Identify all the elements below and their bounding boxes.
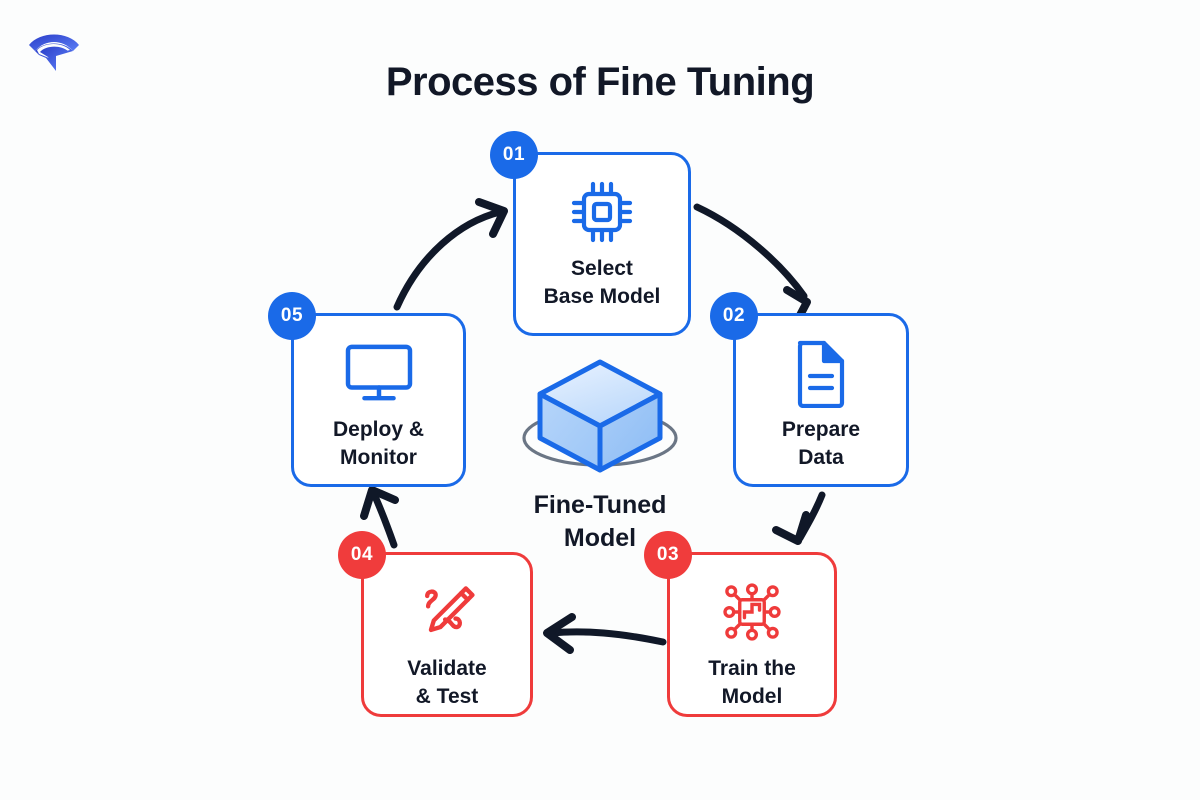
cube-icon: [516, 352, 684, 485]
center-caption-line1: Fine-Tuned: [533, 491, 667, 519]
step-card-04[interactable]: 04 Validate & Test: [338, 531, 533, 717]
pencil-edit-icon: [414, 573, 480, 651]
document-icon: [790, 334, 852, 412]
step-label-01: Select Base Model: [538, 255, 667, 310]
step-card-03[interactable]: 03 Train the Model: [644, 531, 837, 717]
arrow-05-to-01: [393, 198, 508, 311]
neural-circuit-icon: [719, 573, 785, 651]
step-label-03: Train the Model: [702, 655, 802, 710]
step-label-01-line2: Base Model: [543, 284, 661, 308]
center-fine-tuned-model: Fine-Tuned Model: [500, 352, 700, 552]
step-badge-03: 03: [644, 531, 692, 579]
step-label-04-line2: & Test: [415, 684, 479, 708]
step-label-02-line1: Prepare: [781, 418, 861, 441]
page-title: Process of Fine Tuning: [385, 60, 815, 104]
step-card-02[interactable]: 02 Prepare Data: [710, 292, 909, 487]
step-label-03-line1: Train the: [708, 657, 796, 680]
step-label-05-line2: Monitor: [340, 445, 417, 469]
step-label-02-line2: Data: [798, 445, 844, 469]
step-card-01[interactable]: 01 Select Base Model: [490, 131, 691, 336]
center-caption: Fine-Tuned Model: [534, 489, 667, 554]
step-badge-04: 04: [338, 531, 386, 579]
step-label-05-line1: Deploy &: [332, 418, 424, 441]
step-label-04: Validate & Test: [401, 655, 492, 710]
step-label-04-line1: Validate: [407, 657, 487, 680]
step-card-05[interactable]: 05 Deploy & Monitor: [268, 292, 466, 487]
step-label-05: Deploy & Monitor: [327, 416, 430, 471]
step-label-02: Prepare Data: [776, 416, 866, 471]
step-badge-02: 02: [710, 292, 758, 340]
monitor-icon: [342, 334, 416, 412]
center-caption-line2: Model: [563, 523, 637, 552]
step-label-01-line1: Select: [571, 257, 633, 280]
arrow-02-to-03: [772, 491, 826, 545]
step-badge-05: 05: [268, 292, 316, 340]
cpu-chip-icon: [566, 173, 638, 251]
brand-logo: [26, 28, 82, 74]
step-label-03-line2: Model: [721, 684, 783, 708]
step-badge-01: 01: [490, 131, 538, 179]
arrow-03-to-04: [543, 613, 667, 654]
